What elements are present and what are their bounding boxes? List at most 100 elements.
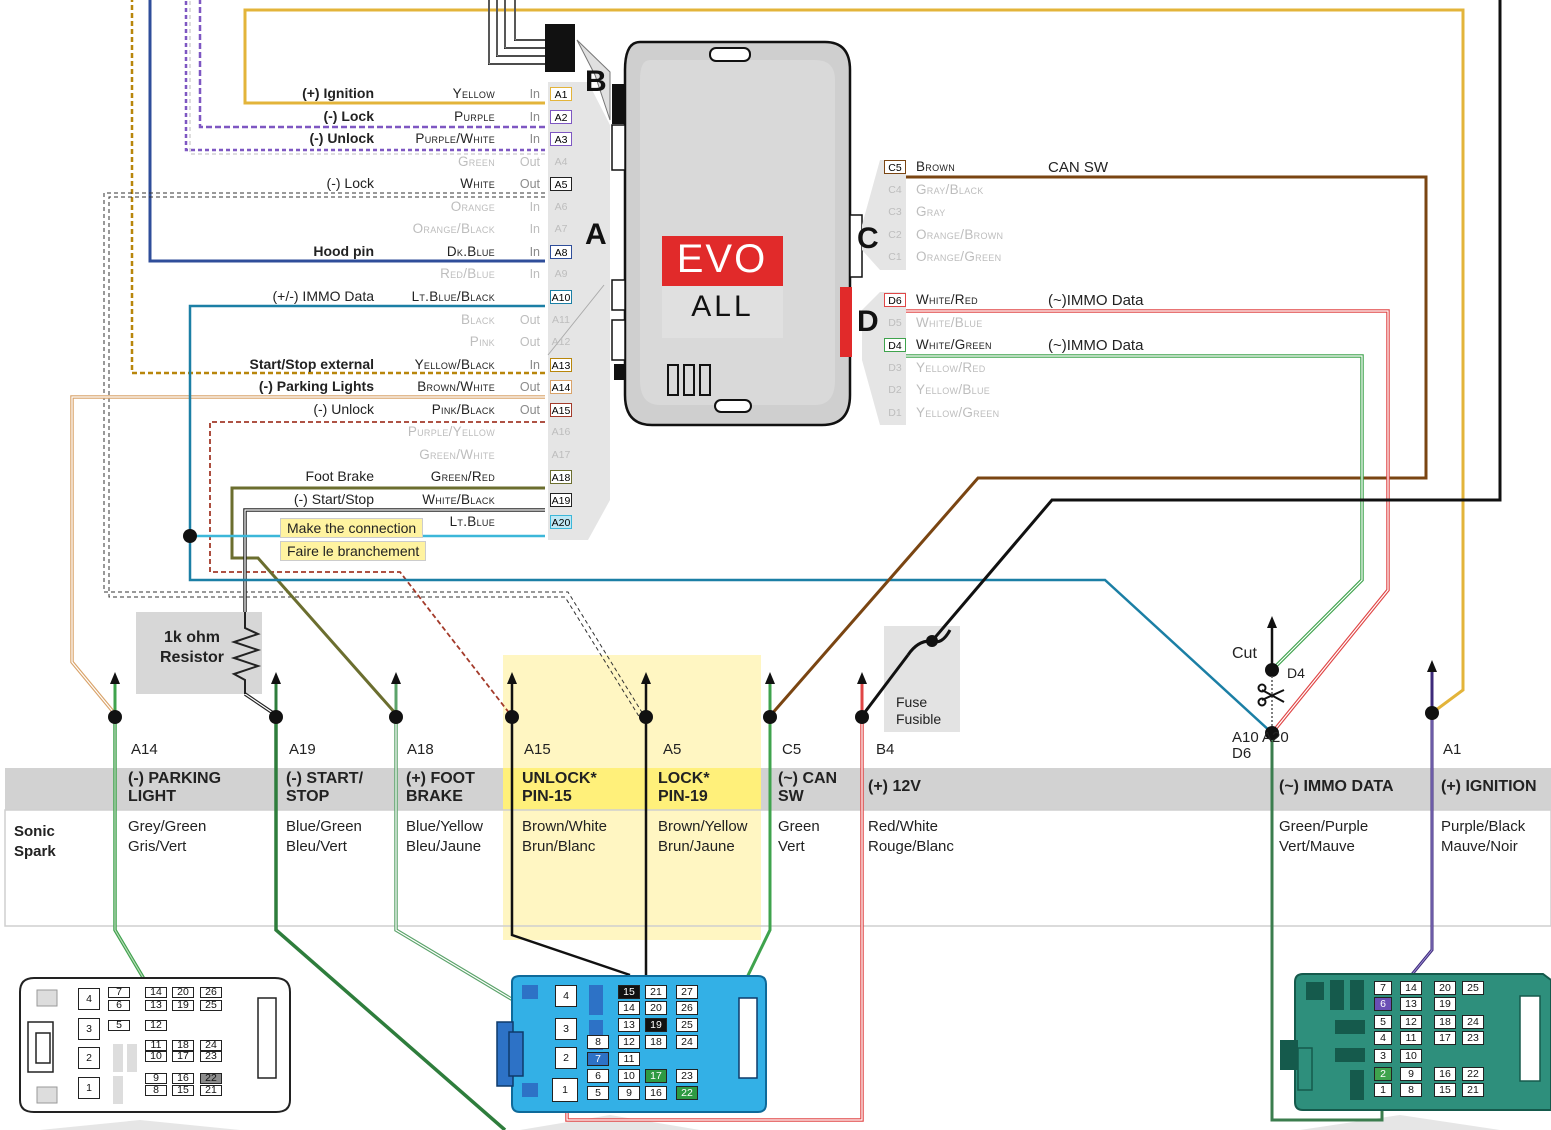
a-pin-id: A19 xyxy=(550,492,572,507)
d-pins-wire-color: Yellow/Green xyxy=(916,404,1000,420)
module-brand-bottom: ALL xyxy=(691,290,754,323)
a-pin-id: A6 xyxy=(554,200,568,213)
d-pins-wire-color: Yellow/Red xyxy=(916,359,986,375)
connector-pin: 25 xyxy=(676,1018,698,1032)
connector-pin: 7 xyxy=(1374,981,1392,995)
connector-pin: 9 xyxy=(1400,1067,1422,1081)
a-pin-wire-color: Yellow xyxy=(452,86,495,101)
a-pin-direction: In xyxy=(529,267,540,282)
column-wire-color: Red/White xyxy=(868,818,939,835)
arrow-up-icons xyxy=(110,616,1437,714)
connector-pin: 18 xyxy=(1434,1015,1456,1029)
a-pin-direction: Out xyxy=(519,402,540,417)
column-wire-color: Bleu/Vert xyxy=(286,838,347,855)
column-pin: A19 xyxy=(289,741,316,758)
column-pin: B4 xyxy=(876,741,895,758)
a-pin-wire-color: Black xyxy=(460,311,495,327)
column-pin: A10 A20 D6 xyxy=(1232,729,1289,762)
resistor-label-line1: 1k ohm xyxy=(163,629,220,646)
d-pins-id: D3 xyxy=(888,361,902,374)
connector-pin: 4 xyxy=(1374,1031,1392,1045)
connector-pin: 13 xyxy=(145,1000,167,1011)
b-plug xyxy=(545,24,575,72)
table-frame xyxy=(4,809,1551,927)
a-pin-id: A17 xyxy=(551,448,571,461)
column-header: (+) IGNITION xyxy=(1441,778,1537,795)
connector-pin: 14 xyxy=(618,1001,640,1015)
column-wire-color: Blue/Green xyxy=(286,818,362,835)
veh-wire-a1 xyxy=(1384,714,1434,1007)
veh-wire-a19 xyxy=(274,714,507,1130)
connector-pin: 25 xyxy=(200,1000,222,1011)
d-pins-id: D6 xyxy=(884,293,906,307)
d-pins-wire-color: White/Green xyxy=(916,337,992,352)
connector-pin: 1 xyxy=(78,1077,100,1099)
connector-pin: 24 xyxy=(200,1040,222,1051)
connector-pin: 11 xyxy=(618,1052,640,1066)
a-pin-id: A7 xyxy=(554,223,568,236)
c-pins-wire-color: Gray xyxy=(916,204,946,219)
connector-pin: 19 xyxy=(1434,997,1456,1011)
column-pin: A1 xyxy=(1443,741,1462,758)
d4-cut-label: D4 xyxy=(1287,665,1305,681)
connector-pin: 27 xyxy=(676,985,698,999)
a-pin-wire-color: Lt.Blue/Black xyxy=(411,288,495,304)
connector-pin: 8 xyxy=(587,1035,609,1049)
a-pin-wire-color: Orange xyxy=(450,198,495,214)
c-pins-note: CAN SW xyxy=(1048,159,1108,176)
column-wire-color: Brun/Blanc xyxy=(522,838,596,855)
column-header: PIN-15 xyxy=(522,788,572,805)
connector-pin: 15 xyxy=(618,985,640,999)
d-pins-id: D2 xyxy=(888,384,902,396)
column-wire-color: Mauve/Noir xyxy=(1441,838,1518,855)
fuse-label-line2: Fusible xyxy=(896,711,942,727)
a-pin-id: A4 xyxy=(554,155,568,168)
a-pin-wire-color: Pink/Black xyxy=(431,401,495,417)
a-pin-direction: In xyxy=(529,109,540,124)
c-pins-wire-color: Gray/Black xyxy=(916,181,984,197)
a-pin-wire-color: Yellow/Black xyxy=(414,356,495,372)
d-pins-wire-color: White/Red xyxy=(916,292,978,307)
connector-pin: 12 xyxy=(145,1020,167,1031)
connector-pin: 22 xyxy=(1462,1067,1484,1081)
a-pin-direction: In xyxy=(529,357,540,372)
d-pins-wire-color: White/Blue xyxy=(916,314,983,330)
connector-pin: 18 xyxy=(645,1035,667,1049)
connector-pin: 20 xyxy=(645,1001,667,1015)
column-pin: C5 xyxy=(782,741,802,758)
a-pin-label: (+/-) IMMO Data xyxy=(272,287,374,304)
a-pin-id: A12 xyxy=(551,336,571,349)
a-pin-label: Foot Brake xyxy=(305,468,374,485)
column-header: SW xyxy=(778,788,804,805)
connector-pin: 23 xyxy=(200,1051,222,1062)
column-wire-color: Gris/Vert xyxy=(128,838,187,855)
a-pin-label: (-) Start/Stop xyxy=(293,490,374,507)
connector-pin: 26 xyxy=(200,987,222,998)
connector-pin: 2 xyxy=(1374,1067,1392,1081)
resistor-label-line2: Resistor xyxy=(159,649,225,666)
a-pin-id: A15 xyxy=(550,402,572,417)
column-pin: A14 xyxy=(131,741,158,758)
resistor-label: 1k ohm Resistor xyxy=(144,628,240,668)
connector-pin: 15 xyxy=(1434,1083,1456,1097)
a-pin-direction: In xyxy=(529,199,540,214)
d-pins-note: (~)IMMO Data xyxy=(1048,292,1144,309)
wire-b4-black xyxy=(930,0,1502,642)
connector-pin: 10 xyxy=(145,1051,167,1062)
a-pin-wire-color: Green xyxy=(457,153,495,169)
column-wire-color: Vert xyxy=(778,838,805,855)
connector-pin: 22 xyxy=(200,1073,222,1084)
connector-pin: 5 xyxy=(587,1086,609,1100)
connector-pin: 12 xyxy=(1400,1015,1422,1029)
column-wire-color: Green/Purple xyxy=(1279,818,1369,835)
a-pin-wire-color: Dk.Blue xyxy=(446,243,495,259)
connector-b-letter: B xyxy=(585,65,607,98)
connector-pin: 23 xyxy=(676,1069,698,1083)
wire-a15-pinkblack xyxy=(209,421,545,715)
connector-pin: 17 xyxy=(1434,1031,1456,1045)
a-pin-direction: Out xyxy=(519,380,540,395)
header-bar xyxy=(5,768,1551,810)
a-pin-wire-color: Purple xyxy=(454,108,495,124)
connector-pin: 11 xyxy=(1400,1031,1422,1045)
